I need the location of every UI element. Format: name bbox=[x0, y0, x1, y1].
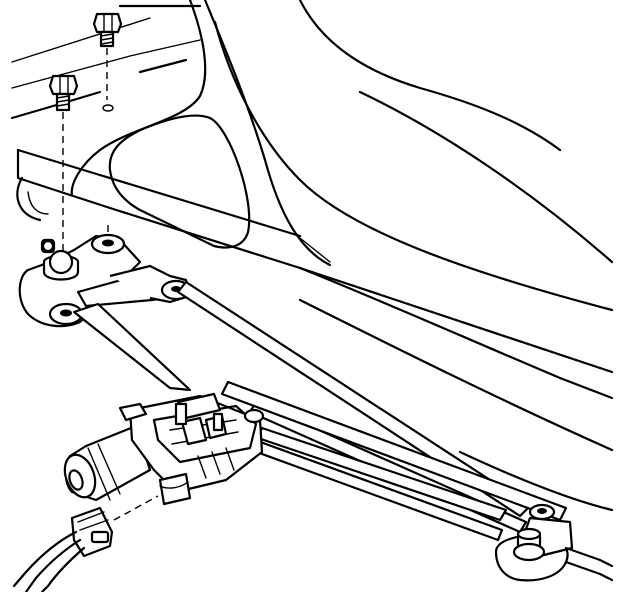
wiper-motor bbox=[63, 392, 265, 506]
bolt-upper bbox=[92, 12, 123, 48]
right-pivot bbox=[494, 503, 614, 582]
left-pivot-ball-stud bbox=[18, 233, 142, 328]
wiring-harness bbox=[12, 530, 86, 592]
connector-alignment-line bbox=[113, 495, 159, 521]
cowl-panel bbox=[10, 0, 614, 512]
electrical-connector bbox=[70, 506, 114, 558]
bolt-lower bbox=[48, 74, 79, 112]
mounting-hole-upper bbox=[102, 104, 114, 112]
wiper-transmission-linkage bbox=[72, 264, 568, 542]
